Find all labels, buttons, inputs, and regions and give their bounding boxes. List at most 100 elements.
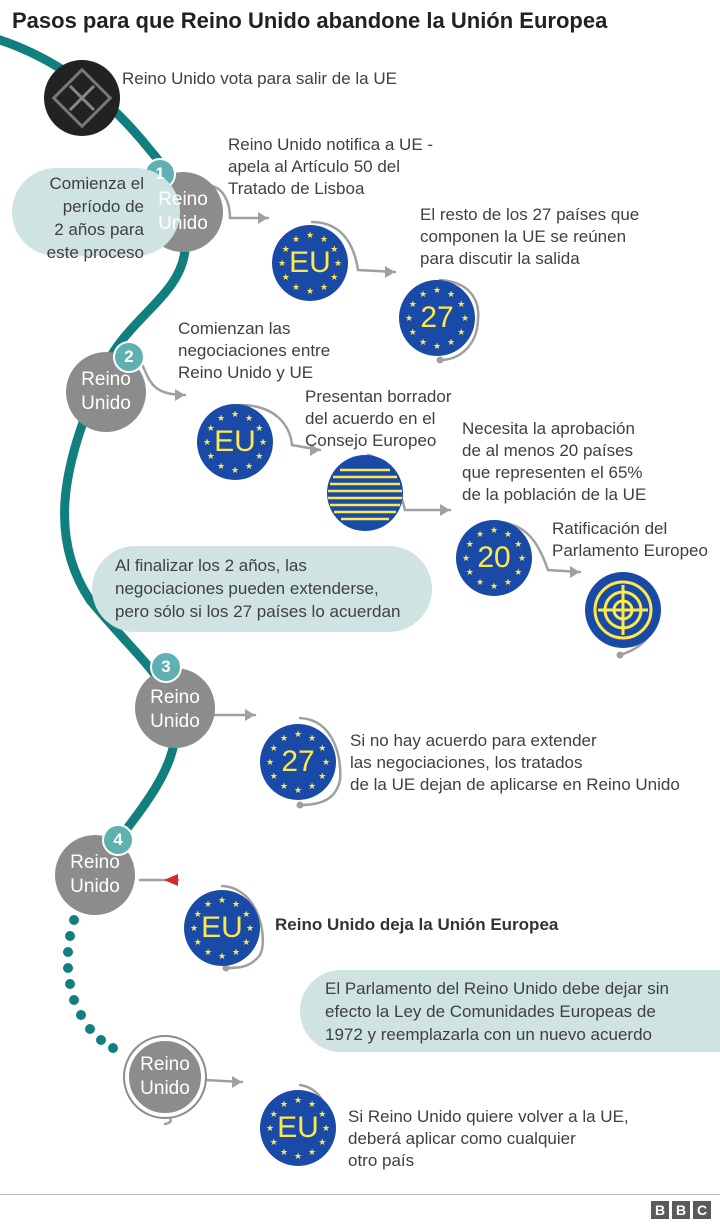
parliament-icon <box>593 580 653 640</box>
eu-star-icon: ★ <box>490 581 498 591</box>
eu-star-icon: ★ <box>207 451 215 461</box>
connector-arrows <box>175 212 580 1088</box>
step-number-1: 1 <box>155 164 165 183</box>
eu-star-icon: ★ <box>466 567 474 577</box>
eu-star-icon: ★ <box>457 299 465 309</box>
eu-star-icon: ★ <box>433 285 441 295</box>
eu-star-icon: ★ <box>466 539 474 549</box>
eu-star-icon: ★ <box>280 733 288 743</box>
eu-star-icon: ★ <box>308 733 316 743</box>
eu-star-icon: ★ <box>504 577 512 587</box>
eu-star-icon: ★ <box>409 327 417 337</box>
eu-star-icon: ★ <box>270 771 278 781</box>
eu-star-icon: ★ <box>292 282 300 292</box>
eu-star-icon: ★ <box>282 244 290 254</box>
uk-circle-outline <box>125 1037 205 1117</box>
eu-star-icon: ★ <box>462 553 470 563</box>
eu-star-icon: ★ <box>266 757 274 767</box>
eu-badge-20: 20 <box>477 541 511 574</box>
eu-star-icon: ★ <box>334 258 342 268</box>
eu-star-icon: ★ <box>294 1151 302 1161</box>
eu-badge-1: EU <box>289 246 331 279</box>
eu-star-icon: ★ <box>218 895 226 905</box>
eu-star-icon: ★ <box>518 553 526 563</box>
eu-star-icon: ★ <box>204 947 212 957</box>
eu-star-icon: ★ <box>476 577 484 587</box>
eu-star-icon: ★ <box>504 529 512 539</box>
eu-star-icon: ★ <box>255 451 263 461</box>
eu-badge-27b: 27 <box>281 745 315 778</box>
eu-badge-2: EU <box>214 425 256 458</box>
uk-circles <box>55 172 223 915</box>
red-arrow <box>164 874 178 886</box>
eu-star-icon: ★ <box>306 286 314 296</box>
eu-star-icon: ★ <box>476 529 484 539</box>
rejoin-text: Si Reino Unido quiere volver a la UE,deb… <box>348 1107 629 1170</box>
eu-star-icon: ★ <box>294 785 302 795</box>
notify-text: Reino Unido notifica a UE -apela al Artí… <box>228 135 434 198</box>
eu-star-icon: ★ <box>190 923 198 933</box>
eu-star-icon: ★ <box>447 289 455 299</box>
eu-star-icon: ★ <box>231 409 239 419</box>
eu-star-icon: ★ <box>292 234 300 244</box>
vote-text: Reino Unido vota para salir de la UE <box>122 69 397 88</box>
eu-badge-5: EU <box>277 1111 319 1144</box>
eu-star-icon: ★ <box>194 937 202 947</box>
eu-star-icon: ★ <box>433 341 441 351</box>
eu-star-icon: ★ <box>207 423 215 433</box>
eu-star-icon: ★ <box>308 1147 316 1157</box>
eu-badge-4: EU <box>201 911 243 944</box>
eu-star-icon: ★ <box>461 313 469 323</box>
eu-star-icon: ★ <box>255 423 263 433</box>
eu-star-icon: ★ <box>330 272 338 282</box>
eu-star-icon: ★ <box>217 413 225 423</box>
eu-star-icon: ★ <box>218 951 226 961</box>
eu-star-icon: ★ <box>270 743 278 753</box>
eu-star-icon: ★ <box>280 1099 288 1109</box>
eu-star-icon: ★ <box>232 899 240 909</box>
eu-star-icon: ★ <box>270 1109 278 1119</box>
eu-star-icon: ★ <box>330 244 338 254</box>
eu-star-icon: ★ <box>322 1123 330 1133</box>
step-number-circles <box>102 158 182 856</box>
eu-star-icon: ★ <box>242 937 250 947</box>
eu-star-icon: ★ <box>419 337 427 347</box>
eu-star-icon: ★ <box>318 743 326 753</box>
eu-star-icon: ★ <box>490 525 498 535</box>
eu-star-icon: ★ <box>322 757 330 767</box>
eu-star-icon: ★ <box>204 899 212 909</box>
page-title: Pasos para que Reino Unido abandone la U… <box>12 8 608 33</box>
eu-star-icon: ★ <box>245 413 253 423</box>
footer-divider <box>0 1194 720 1195</box>
eu-star-icon: ★ <box>266 1123 274 1133</box>
eu-star-icon: ★ <box>318 771 326 781</box>
eu-star-icon: ★ <box>245 461 253 471</box>
eu-star-icon: ★ <box>270 1137 278 1147</box>
eu-star-icon: ★ <box>280 781 288 791</box>
eu-star-icon: ★ <box>308 781 316 791</box>
eu-star-icon: ★ <box>278 258 286 268</box>
eu-star-icon: ★ <box>308 1099 316 1109</box>
leaves-text: Reino Unido deja la Unión Europea <box>275 915 559 934</box>
eu-star-icon: ★ <box>457 327 465 337</box>
period-box <box>12 168 180 256</box>
eu-star-icon: ★ <box>318 1109 326 1119</box>
eu-star-icon: ★ <box>320 234 328 244</box>
eu-star-icon: ★ <box>409 299 417 309</box>
parliament-box-text: El Parlamento del Reino Unido debe dejar… <box>325 979 669 1044</box>
eu-star-icon: ★ <box>306 230 314 240</box>
parliament-box <box>300 970 720 1052</box>
eu-star-icon: ★ <box>514 567 522 577</box>
step-number-4: 4 <box>113 830 123 849</box>
